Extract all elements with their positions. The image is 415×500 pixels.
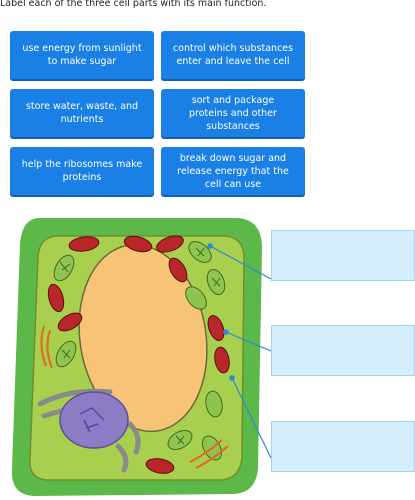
question-prompt: Label each of the three cell parts with … (0, 0, 267, 9)
drop-target-1[interactable] (271, 230, 415, 281)
chromatin (79, 407, 105, 433)
endoplasmic-reticulum (40, 325, 229, 469)
mitochondria (47, 235, 230, 474)
tile-control-substances[interactable]: control which substances enter and leave… (161, 31, 305, 79)
tile-photosynthesis[interactable]: use energy from sunlight to make sugar (10, 31, 154, 79)
tile-sort-package[interactable]: sort and package proteins and other subs… (161, 89, 305, 137)
plant-cell-diagram (11, 218, 272, 496)
tile-ribosomes[interactable]: help the ribosomes make proteins (10, 147, 154, 195)
label-pointers (207, 243, 272, 459)
drop-target-3[interactable] (271, 421, 415, 472)
nucleus (59, 391, 129, 449)
tile-energy-release[interactable]: break down sugar and release energy that… (161, 147, 305, 195)
drop-target-2[interactable] (271, 325, 415, 376)
tile-storage[interactable]: store water, waste, and nutrients (10, 89, 154, 137)
